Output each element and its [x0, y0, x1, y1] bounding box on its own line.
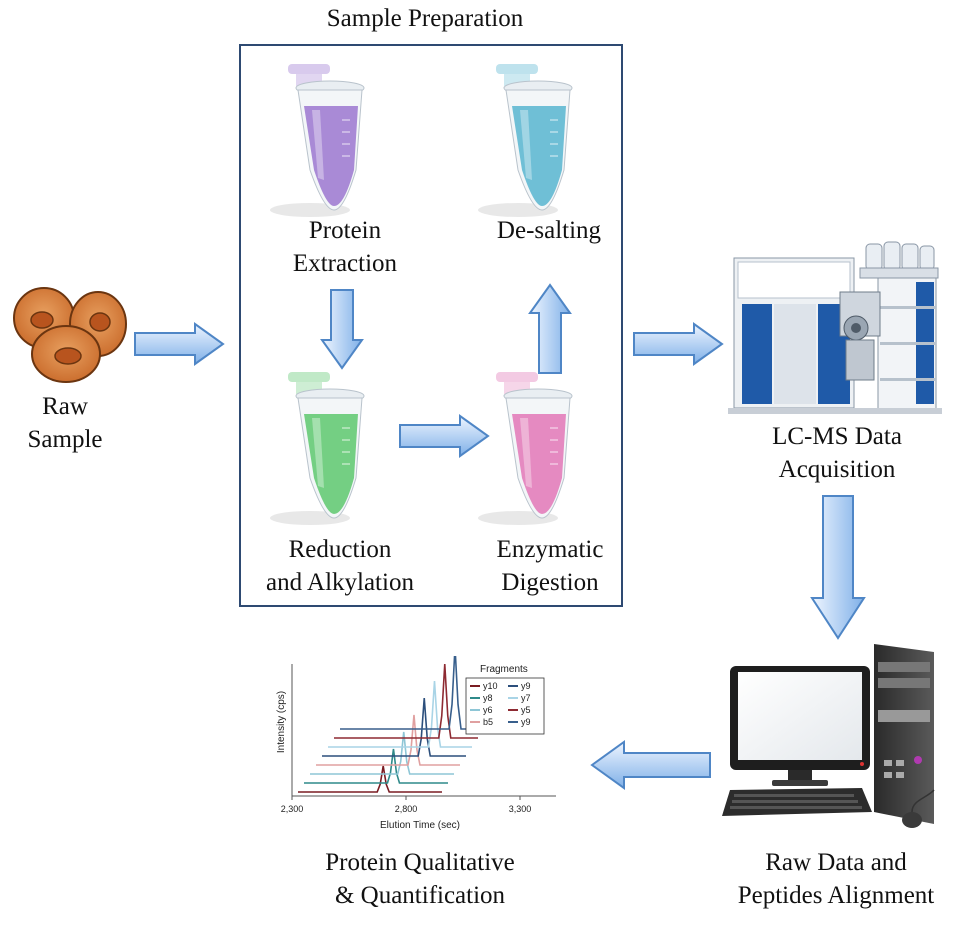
chart-legend-label: y9 [521, 717, 531, 727]
arrow-right-icon [134, 322, 225, 366]
chart-legend-label: y9 [521, 681, 531, 691]
arrow-down-icon [810, 495, 866, 640]
protein-quant-label: Protein Qualitative& Quantification [325, 849, 515, 909]
sample-preparation-box [239, 44, 623, 607]
desalting-tube-icon [478, 64, 573, 217]
chart-legend-label: y6 [483, 705, 493, 715]
chart-legend-title: Fragments [480, 664, 528, 675]
chart-legend-label: y10 [483, 681, 498, 691]
chart-legend-label: y8 [483, 693, 493, 703]
arrow-up-icon [528, 283, 572, 374]
chart-series-line [304, 748, 448, 784]
arrow-down-icon [320, 289, 364, 370]
protein-extraction-tube-icon [270, 64, 365, 217]
sample-preparation-title: Sample Preparation [326, 5, 524, 32]
computer-icon [722, 644, 935, 828]
raw-sample-cells-icon [13, 287, 127, 383]
chart-x-tick-label: 3,300 [509, 804, 532, 814]
lcms-instrument-icon [728, 241, 942, 414]
chart-series-line [334, 663, 478, 739]
chart-series-line [316, 714, 460, 766]
reduction-alkylation-tube-icon [270, 372, 365, 525]
arrow-right-icon [633, 322, 724, 366]
arrow-left-icon [590, 740, 711, 790]
chart-x-tick-label: 2,300 [281, 804, 304, 814]
chart-legend-label: y7 [521, 693, 531, 703]
chart-xlabel: Elution Time (sec) [380, 820, 460, 831]
chart-series-line [328, 680, 472, 748]
chart-legend-label: b5 [483, 717, 493, 727]
enzymatic-digestion-tube-icon [478, 372, 573, 525]
chart-series-line [340, 656, 484, 730]
desalting-label: De-salting [496, 217, 602, 244]
chart-series-line [310, 731, 454, 775]
chart-legend-box [465, 677, 545, 735]
elution-chart: Intensity (cps) Elution Time (sec) 2,300… [276, 656, 556, 831]
chart-x-tick-label: 2,800 [395, 804, 418, 814]
arrow-right-icon [399, 414, 490, 458]
chart-series-line [322, 697, 466, 757]
chart-series-line [298, 765, 442, 793]
chart-ylabel: Intensity (cps) [276, 691, 287, 753]
chart-legend-label: y5 [521, 705, 531, 715]
